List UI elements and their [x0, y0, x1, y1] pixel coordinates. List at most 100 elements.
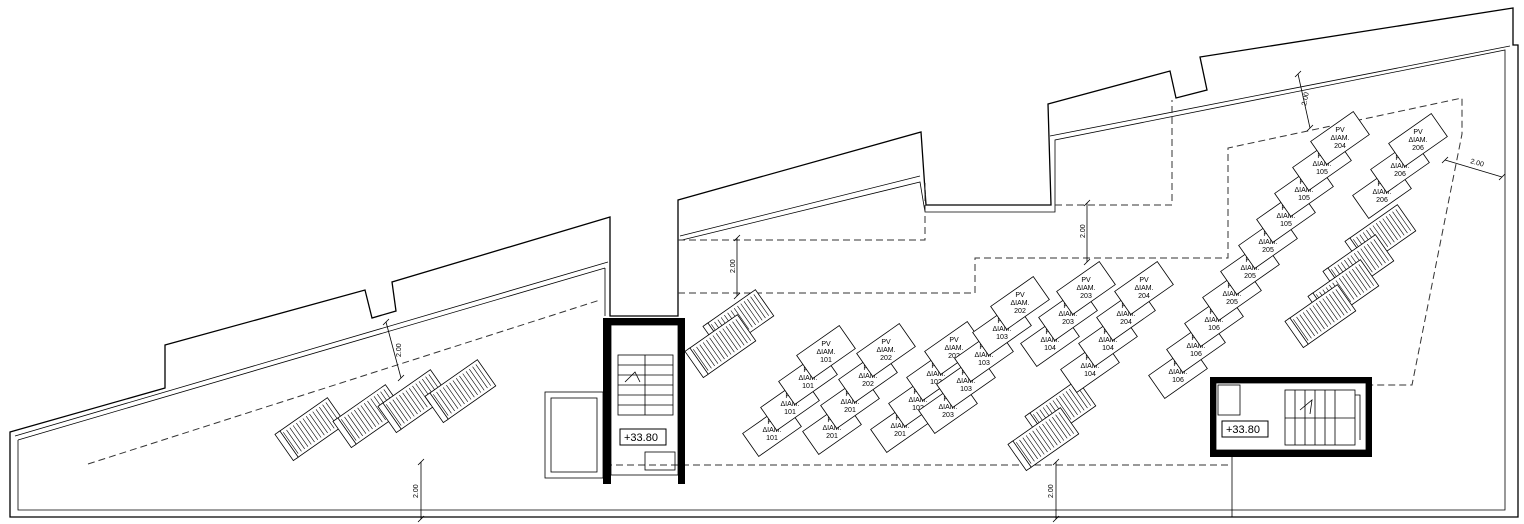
- pv-label-number: 101: [820, 357, 832, 364]
- pv-label-apartment: ΔIAM.: [1080, 363, 1099, 370]
- stair-core-left: +33.80: [603, 318, 685, 484]
- pv-label-apartment: ΔIAM.: [1330, 135, 1349, 142]
- setback-dashed-line: [87, 97, 1463, 466]
- pv-label-number: 106: [1190, 351, 1202, 358]
- pv-label-number: 206: [1412, 145, 1424, 152]
- pv-label-number: 102: [912, 405, 924, 412]
- pv-label-apartment: ΔIAM.: [1116, 311, 1135, 318]
- pv-label-apartment: ΔIAM.: [876, 347, 895, 354]
- pv-label-apartment: ΔIAM.: [1186, 343, 1205, 350]
- pv-label-number: 203: [942, 412, 954, 419]
- pv-label-number: 205: [1262, 247, 1274, 254]
- pv-panel-frame: [796, 325, 856, 379]
- pv-label-number: 105: [1298, 195, 1310, 202]
- pv-label-number: 101: [784, 409, 796, 416]
- pv-label-number: 204: [1334, 143, 1346, 150]
- pv-label-number: 103: [996, 334, 1008, 341]
- roof-hatch: [544, 391, 604, 479]
- pv-label-apartment: ΔIAM.: [1408, 137, 1427, 144]
- pv-label-type: PV: [881, 339, 891, 346]
- pv-panel-array: PVΔIAM.101PVΔIAM.101PVΔIAM.101PVΔIAM.101…: [742, 111, 1448, 457]
- pv-panel-frame: [856, 323, 916, 377]
- level-text-left: +33.80: [624, 432, 658, 444]
- pv-label-apartment: ΔIAM.: [798, 375, 817, 382]
- dim-label-3: 2.00: [1080, 224, 1087, 238]
- solar-collector: [274, 397, 347, 462]
- dim-label-6: 2.00: [413, 484, 420, 498]
- pv-label-number: 202: [948, 353, 960, 360]
- pv-label-number: 105: [1316, 169, 1328, 176]
- pv-label-apartment: ΔIAM.: [1058, 311, 1077, 318]
- pv-label-number: 203: [1062, 319, 1074, 326]
- solar-collector: [377, 369, 450, 434]
- pv-label-type: PV: [1413, 129, 1423, 136]
- pv-label-apartment: ΔIAM.: [926, 371, 945, 378]
- pv-panel-frame: [990, 276, 1050, 330]
- pv-panel: PV ΔIAM. 202: [990, 276, 1050, 330]
- pv-label-number: 102: [930, 379, 942, 386]
- pv-label-type: PV: [1335, 127, 1345, 134]
- pv-panel-frame: [1388, 113, 1448, 167]
- pv-label-number: 206: [1376, 197, 1388, 204]
- stair-core-right: +33.80: [1210, 377, 1372, 517]
- pv-label-number: 205: [1226, 299, 1238, 306]
- solar-collector: [1007, 407, 1080, 472]
- pv-label-apartment: ΔIAM.: [1204, 317, 1223, 324]
- pv-label-apartment: ΔIAM.: [762, 427, 781, 434]
- pv-label-apartment: ΔIAM.: [1222, 291, 1241, 298]
- dimension-lines: 2.00 2.00 2.00 2.00 2.00 2.00 2.00: [382, 70, 1506, 523]
- pv-label-number: 204: [1120, 319, 1132, 326]
- parapet-inner-line: [17, 49, 1506, 511]
- pv-label-number: 204: [1138, 293, 1150, 300]
- pv-panel-frame: [1056, 261, 1116, 315]
- pv-label-apartment: ΔIAM.: [822, 425, 841, 432]
- dim-label-5: 2.00: [1469, 158, 1484, 169]
- pv-label-number: 103: [960, 386, 972, 393]
- pv-label-apartment: ΔIAM.: [1134, 285, 1153, 292]
- dim-label-4: 2.00: [1301, 92, 1311, 107]
- level-marker-right: [1221, 420, 1269, 438]
- pv-label-apartment: ΔIAM.: [938, 404, 957, 411]
- pv-label-apartment: ΔIAM.: [840, 399, 859, 406]
- dim-label-2: 2.00: [730, 259, 737, 273]
- pv-label-number: 201: [844, 407, 856, 414]
- pv-label-apartment: ΔIAM.: [1294, 187, 1313, 194]
- pv-label-number: 203: [1080, 293, 1092, 300]
- pv-panel-frame: [1310, 111, 1370, 165]
- pv-label-type: PV: [1015, 292, 1025, 299]
- pv-label-apartment: ΔIAM.: [816, 349, 835, 356]
- pv-label-apartment: ΔIAM.: [890, 423, 909, 430]
- pv-label-apartment: ΔIAM.: [1098, 337, 1117, 344]
- pv-label-type: PV: [1081, 277, 1091, 284]
- pv-label-apartment: ΔIAM.: [908, 397, 927, 404]
- pv-label-apartment: ΔIAM.: [944, 345, 963, 352]
- pv-label-number: 202: [1014, 308, 1026, 315]
- pv-label-apartment: ΔIAM.: [1240, 265, 1259, 272]
- pv-label-number: 103: [978, 360, 990, 367]
- pv-label-number: 106: [1208, 325, 1220, 332]
- pv-label-number: 202: [880, 355, 892, 362]
- pv-label-apartment: ΔIAM.: [956, 378, 975, 385]
- pv-panel-frame: [1114, 261, 1174, 315]
- solar-collector: [684, 314, 757, 379]
- pv-label-type: PV: [1139, 277, 1149, 284]
- pv-label-apartment: ΔIAM.: [1040, 337, 1059, 344]
- pv-label-number: 106: [1172, 377, 1184, 384]
- solar-collector: [424, 359, 497, 424]
- level-marker-left: [619, 428, 667, 446]
- pv-label-apartment: ΔIAM.: [992, 326, 1011, 333]
- pv-label-apartment: ΔIAM.: [1258, 239, 1277, 246]
- pv-label-apartment: ΔIAM.: [1312, 161, 1331, 168]
- dim-label-7: 2.00: [1048, 484, 1055, 498]
- pv-label-number: 101: [766, 435, 778, 442]
- building-outline: [9, 7, 1519, 518]
- pv-label-number: 206: [1394, 171, 1406, 178]
- pv-label-number: 105: [1280, 221, 1292, 228]
- pv-label-number: 104: [1084, 371, 1096, 378]
- pv-panel: PV ΔIAM. 203: [1056, 261, 1116, 315]
